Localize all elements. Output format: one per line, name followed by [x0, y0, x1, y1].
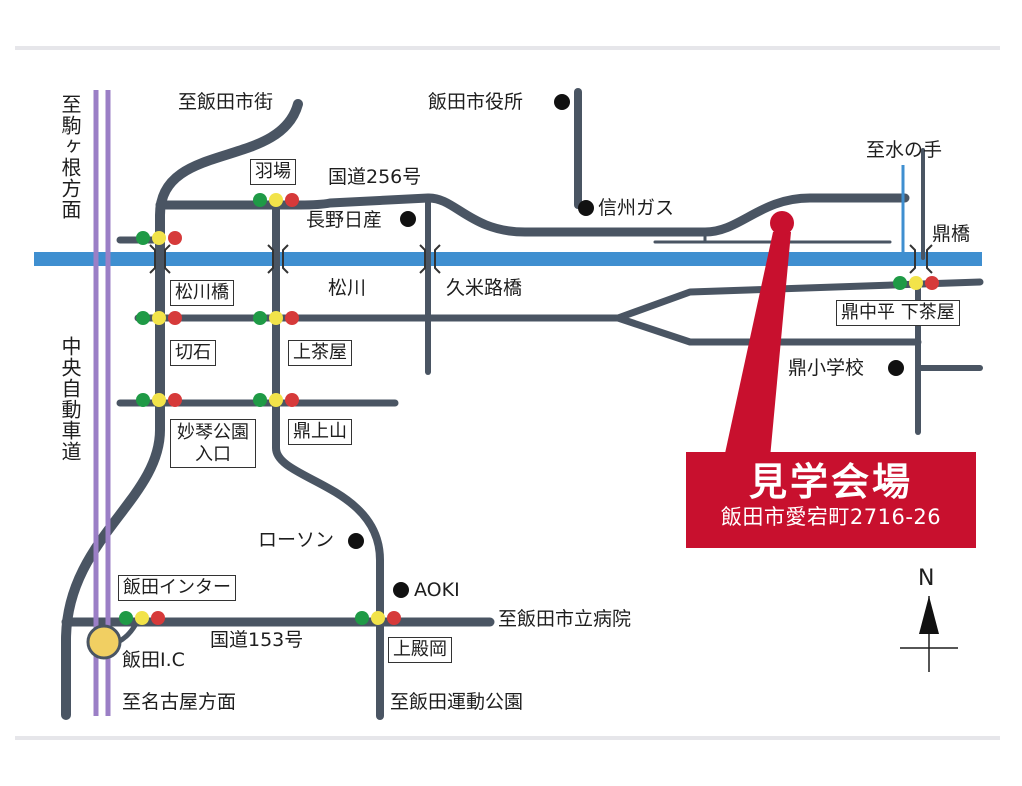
- intersection-kiriishi: 切石: [170, 340, 216, 366]
- intersection-kanae-kamiyama: 鼎上山: [288, 419, 352, 445]
- shimochaya-name: 下茶屋: [900, 302, 955, 323]
- road-network: [61, 88, 984, 720]
- traffic-signal-icon: [119, 611, 165, 625]
- label-route-153: 国道153号: [210, 629, 304, 651]
- traffic-signal-icon: [253, 393, 299, 407]
- black-dot-icon: [888, 360, 904, 376]
- black-dot-icon: [400, 211, 416, 227]
- label-kanae-bridge: 鼎橋: [932, 223, 971, 245]
- road-west-trunk: [61, 99, 303, 720]
- traffic-signal-icon: [136, 311, 182, 325]
- bridge-markers: [149, 244, 933, 274]
- venue-title: 見学会場: [748, 460, 913, 504]
- matsukawa-river: [34, 252, 982, 266]
- intersection-myokin-park: 妙琴公園入口: [170, 419, 256, 469]
- myokin-park-line2: 入口: [195, 443, 231, 465]
- traffic-signal-icon: [136, 393, 182, 407]
- intersection-kamichaya: 上茶屋: [288, 340, 352, 366]
- label-city-hall: 飯田市役所: [428, 91, 524, 113]
- label-shinshu-gas: 信州ガス: [598, 197, 675, 219]
- intersection-kanae-nakadaira: 鼎中平 下茶屋: [836, 300, 960, 326]
- label-to-komagane: 至駒ヶ根方面: [58, 94, 82, 220]
- label-to-nagoya: 至名古屋方面: [122, 691, 237, 713]
- intersection-haba: 羽場: [250, 159, 296, 185]
- traffic-signal-icon: [136, 231, 182, 245]
- venue-pointer: [724, 232, 791, 458]
- label-to-iida-city: 至飯田市街: [178, 91, 274, 113]
- iida-ic-icon: [86, 624, 122, 660]
- intersection-kamitonooka: 上殿岡: [388, 637, 452, 663]
- myokin-park-line1: 妙琴公園: [177, 422, 249, 443]
- north-label: N: [918, 566, 935, 591]
- intersection-iida-inter: 飯田インター: [118, 575, 236, 601]
- label-to-hospital: 至飯田市立病院: [498, 608, 632, 630]
- label-chuo-expressway: 中央自動車道: [58, 336, 82, 462]
- road-kamichaya: [134, 278, 984, 322]
- venue-address: 飯田市愛宕町2716-26: [720, 504, 942, 529]
- label-to-mizunote: 至水の手: [866, 139, 943, 161]
- road-school: [614, 314, 922, 346]
- label-matsukawa: 松川: [328, 277, 367, 299]
- black-dot-icon: [578, 200, 594, 216]
- label-to-sports-park: 至飯田運動公園: [390, 691, 524, 713]
- traffic-signal-icon: [893, 276, 939, 290]
- road-haba-south: [272, 194, 384, 720]
- traffic-signal-icon: [355, 611, 401, 625]
- label-aoki: AOKI: [414, 579, 460, 601]
- route-256: [155, 193, 910, 237]
- black-dot-icon: [348, 533, 364, 549]
- traffic-signal-icon: [253, 193, 299, 207]
- intersection-matsukawa-bridge: 松川橋: [170, 280, 234, 306]
- label-kanae-school: 鼎小学校: [788, 357, 865, 379]
- kanae-nakadaira-name: 鼎中平: [841, 302, 895, 323]
- label-route-256: 国道256号: [328, 166, 422, 188]
- black-dot-icon: [554, 94, 570, 110]
- label-iida-ic: 飯田I.C: [122, 649, 185, 671]
- venue-callout: 見学会場 飯田市愛宕町2716-26: [686, 452, 976, 548]
- black-dot-icon: [393, 582, 409, 598]
- north-arrow-icon: [900, 596, 958, 672]
- traffic-signal-icon: [253, 311, 299, 325]
- red-pin-icon: [770, 211, 794, 235]
- label-kumeji-bridge: 久米路橋: [446, 277, 523, 299]
- label-nagano-nissan: 長野日産: [306, 209, 383, 231]
- label-lawson: ローソン: [258, 529, 335, 551]
